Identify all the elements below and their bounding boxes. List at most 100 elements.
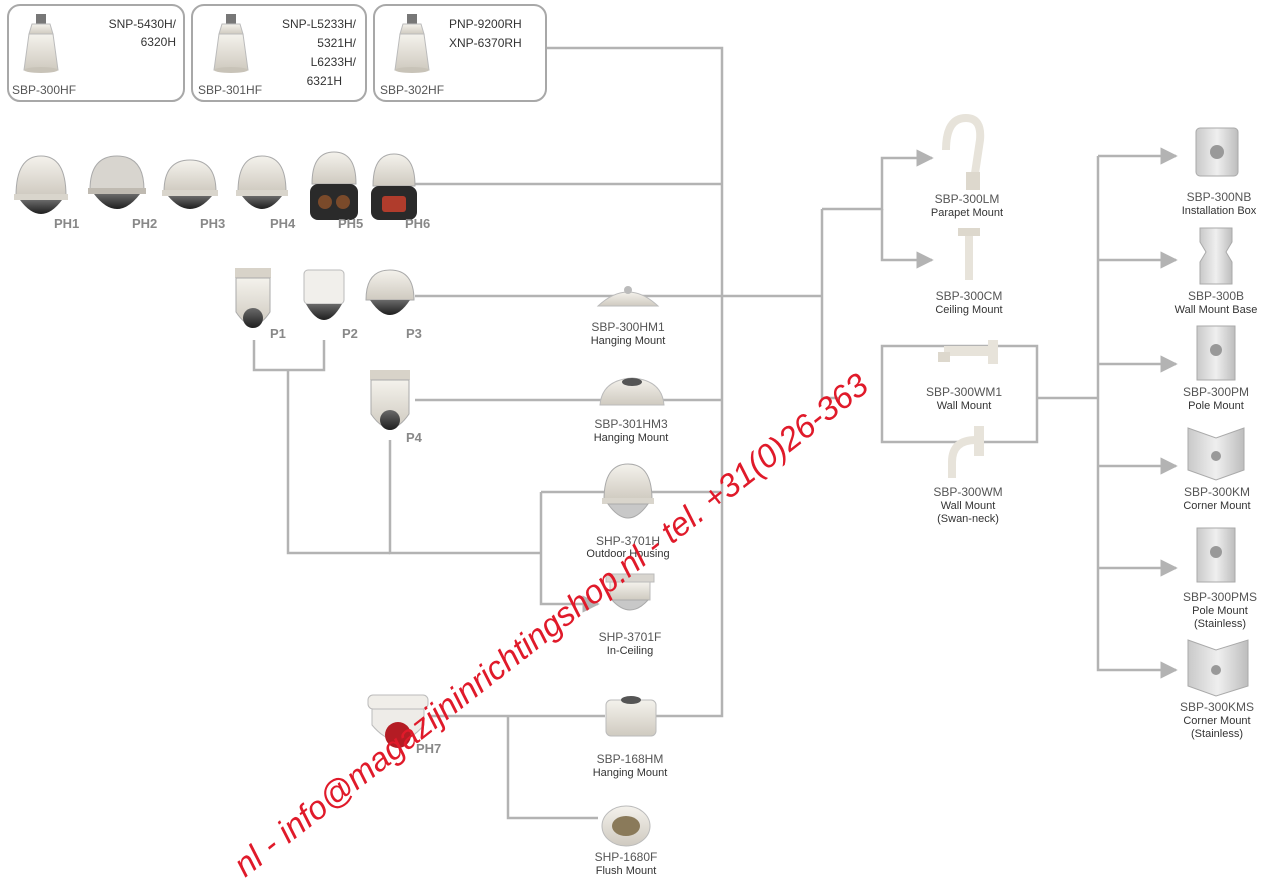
camera-p4-icon — [370, 370, 410, 430]
mount-housing-code: SHP-3701H — [596, 534, 660, 548]
camera-ph6-label: PH6 — [405, 216, 430, 231]
camera-p1-icon — [235, 268, 271, 328]
swan-neck-mount-icon — [948, 426, 984, 478]
camera-p3-label: P3 — [406, 326, 422, 341]
camera-p4-label: P4 — [406, 430, 423, 445]
bracket-1-model-1: SNP-5430H/ — [109, 17, 177, 31]
mount-wm1-code: SBP-300WM1 — [926, 385, 1002, 399]
in-ceiling-icon — [605, 573, 655, 611]
camera-ph3-label: PH3 — [200, 216, 225, 231]
mount-wm-name-2: (Swan-neck) — [937, 513, 999, 525]
mount-hm3-name: Hanging Mount — [594, 432, 669, 444]
installation-box-icon — [1195, 127, 1239, 177]
camera-bracket-icon — [394, 14, 430, 73]
corner-mount-icon — [1187, 427, 1245, 481]
camera-p2-icon — [303, 269, 345, 320]
accessory-km-code: SBP-300KM — [1184, 485, 1250, 499]
mount-sbp-300wm: SBP-300WM Wall Mount (Swan-neck) — [933, 426, 1003, 525]
accessory-sbp-300kms: SBP-300KMS Corner Mount (Stainless) — [1180, 639, 1254, 740]
camera-p2-label: P2 — [342, 326, 358, 341]
mount-flush-code: SHP-1680F — [595, 850, 658, 864]
flush-mount-icon — [601, 805, 651, 847]
bracket-box-1: SNP-5430H/ 6320H SBP-300HF — [7, 4, 185, 102]
camera-ph2-label: PH2 — [132, 216, 157, 231]
accessory-sbp-300pm: SBP-300PM Pole Mount — [1183, 325, 1249, 412]
accessory-kms-code: SBP-300KMS — [1180, 700, 1254, 714]
wall-mount-icon — [938, 340, 998, 364]
hanging-mount-icon — [596, 286, 660, 307]
mount-inceiling-code: SHP-3701F — [599, 630, 662, 644]
camera-bracket-icon — [23, 14, 59, 73]
ceiling-mount-icon — [958, 228, 980, 280]
accessory-nb-code: SBP-300NB — [1187, 190, 1252, 204]
accessory-pm-code: SBP-300PM — [1183, 385, 1249, 399]
accessory-pms-name: Pole Mount — [1192, 605, 1248, 617]
accessory-b-code: SBP-300B — [1188, 289, 1244, 303]
pole-mount-stainless-icon — [1196, 527, 1236, 583]
mount-wm-name: Wall Mount — [941, 500, 996, 512]
camera-p1-label: P1 — [270, 326, 286, 341]
accessory-pms-code: SBP-300PMS — [1183, 590, 1257, 604]
wall-mount-base-icon — [1199, 227, 1233, 285]
camera-ph7: PH7 — [367, 694, 441, 756]
mount-wm1-name: Wall Mount — [937, 400, 992, 412]
mount-hm3-code: SBP-301HM3 — [594, 417, 668, 431]
mount-hm1-code: SBP-300HM1 — [591, 320, 665, 334]
camera-ph1-icon — [14, 155, 68, 214]
bracket-3-code: SBP-302HF — [380, 83, 444, 97]
mount-wm-code: SBP-300WM — [933, 485, 1002, 499]
accessory-sbp-300nb: SBP-300NB Installation Box — [1182, 127, 1257, 217]
mount-sbp-301hm3: SBP-301HM3 Hanging Mount — [594, 377, 669, 444]
accessory-pm-name: Pole Mount — [1188, 400, 1244, 412]
ph-cameras: PH1 PH2 PH3 PH4 PH5 PH6 — [14, 151, 430, 231]
camera-ph4-icon — [236, 155, 288, 209]
mount-housing-name: Outdoor Housing — [586, 548, 669, 560]
corner-mount-stainless-icon — [1187, 639, 1249, 697]
bracket-3-model-2: XNP-6370RH — [449, 36, 522, 50]
camera-ph7-label: PH7 — [416, 741, 441, 756]
mount-parapet-name: Parapet Mount — [931, 207, 1003, 219]
mount-sbp-300lm: SBP-300LM Parapet Mount — [931, 113, 1003, 219]
camera-ph6-icon — [371, 153, 417, 220]
camera-ph1-label: PH1 — [54, 216, 79, 231]
mount-sbp-300wm1: SBP-300WM1 Wall Mount — [926, 340, 1002, 412]
accessory-pms-name-2: (Stainless) — [1194, 618, 1246, 630]
mount-shp-1680f: SHP-1680F Flush Mount — [595, 805, 658, 877]
mount-flush-name: Flush Mount — [596, 865, 657, 877]
camera-ph4-label: PH4 — [270, 216, 296, 231]
mount-sbp-300hm1: SBP-300HM1 Hanging Mount — [591, 286, 666, 347]
mount-shp-3701f: SHP-3701F In-Ceiling — [599, 573, 662, 657]
mount-sbp-168hm: SBP-168HM Hanging Mount — [593, 696, 667, 779]
camera-p3-icon — [365, 269, 415, 315]
watermark: nl - info@magazijninrichtingshop.nl - te… — [227, 365, 876, 883]
bracket-3-model-1: PNP-9200RH — [449, 17, 522, 31]
bracket-box-3: PNP-9200RH XNP-6370RH SBP-302HF — [373, 4, 547, 102]
bracket-1-code: SBP-300HF — [12, 83, 76, 97]
camera-bracket-icon — [213, 14, 249, 73]
hanging-mount-icon — [599, 377, 665, 406]
bracket-1-model-2: 6320H — [141, 35, 176, 49]
bracket-2-model-2: 5321H/ — [317, 36, 356, 50]
bracket-2-code: SBP-301HF — [198, 83, 262, 97]
accessory-sbp-300pms: SBP-300PMS Pole Mount (Stainless) — [1183, 527, 1257, 630]
camera-ph7-icon — [367, 694, 429, 748]
accessory-sbp-300b: SBP-300B Wall Mount Base — [1175, 227, 1257, 316]
camera-ph5-icon — [310, 151, 358, 220]
camera-ph5-label: PH5 — [338, 216, 363, 231]
accessory-nb-name: Installation Box — [1182, 205, 1257, 217]
accessory-kms-name-2: (Stainless) — [1191, 728, 1243, 740]
pole-mount-icon — [1196, 325, 1236, 381]
bracket-2-model-1: SNP-L5233H/ — [282, 17, 357, 31]
accessory-kms-name: Corner Mount — [1183, 715, 1250, 727]
mount-parapet-code: SBP-300LM — [935, 192, 1000, 206]
bracket-2-model-4: 6321H — [307, 74, 342, 88]
p-cameras: P1 P2 P3 P4 — [235, 268, 423, 445]
hanging-mount-icon — [605, 696, 657, 737]
bracket-2-model-3: L6233H/ — [311, 55, 357, 69]
mount-ceiling-name: Ceiling Mount — [935, 304, 1002, 316]
mount-hm1-name: Hanging Mount — [591, 335, 666, 347]
mount-hm168-code: SBP-168HM — [597, 752, 664, 766]
accessory-km-name: Corner Mount — [1183, 500, 1250, 512]
mount-shp-3701h: SHP-3701H Outdoor Housing — [586, 463, 670, 560]
mount-ceiling-code: SBP-300CM — [936, 289, 1003, 303]
